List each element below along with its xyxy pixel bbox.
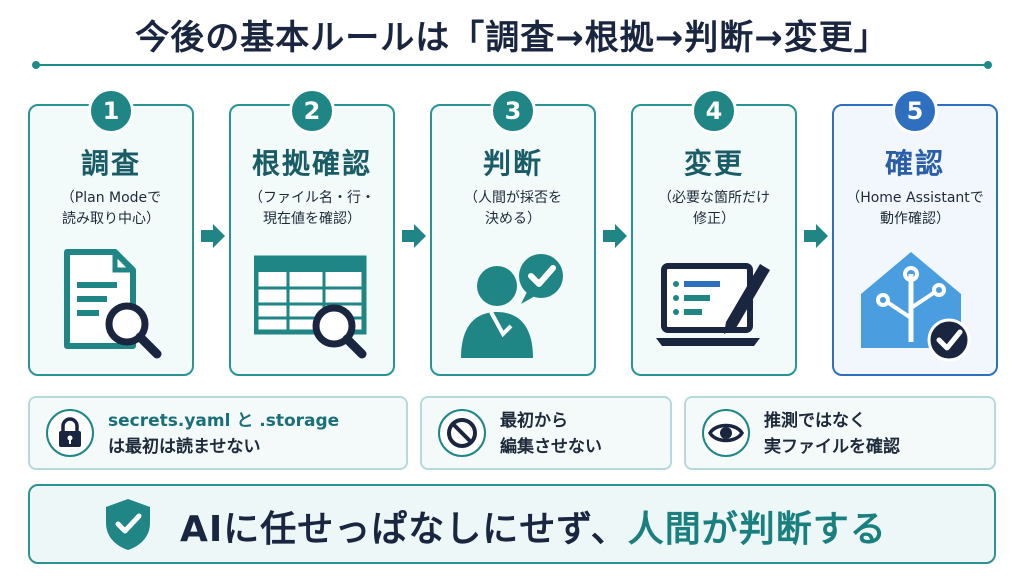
step-card-4: 4 変更 （必要な箇所だけ 修正） (631, 88, 797, 376)
person-check-icon (461, 254, 563, 358)
step-card-2: 2 根拠確認 （ファイル名・行・ 現在値を確認） (229, 88, 395, 376)
step-description: （必要な箇所だけ 修正） (637, 188, 791, 230)
step-card-1: 1 調査 （Plan Modeで 読み取り中心） (28, 88, 194, 376)
note-text: 最初から 編集させない (500, 408, 602, 460)
note-no-edit: 最初から 編集させない (420, 396, 672, 470)
step-description: （Plan Modeで 読み取り中心） (34, 188, 188, 230)
spreadsheet-search-icon (254, 255, 367, 359)
note-line: 最初から (500, 411, 568, 431)
note-line: 推測ではなく (764, 411, 866, 431)
step-number-badge: 4 (691, 88, 737, 134)
bottom-banner: AIに任せっぱなしにせず、人間が判断する (28, 484, 996, 564)
shield-check-icon (106, 499, 150, 550)
note-line: は最初は読ませない (108, 437, 261, 457)
arrow-right-icon (603, 224, 627, 248)
banner-text-emphasis: 人間が判断する (627, 509, 887, 550)
step-description-line: （必要な箇所だけ (658, 190, 770, 206)
note-verify-files: 推測ではなく 実ファイルを確認 (684, 396, 996, 470)
step-description-line: 読み取り中心） (62, 211, 160, 227)
step-description-line: （ファイル名・行・ (249, 190, 375, 206)
step-description: （人間が採否を 決める） (436, 188, 590, 230)
lock-icon (46, 409, 94, 457)
note-text: 推測ではなく 実ファイルを確認 (764, 408, 900, 460)
prohibited-icon (438, 409, 486, 457)
title-divider (32, 61, 992, 69)
step-description-line: （Home Assistantで (846, 190, 984, 206)
step-title: 変更 (683, 147, 744, 180)
step-description-line: （人間が採否を (464, 190, 562, 206)
step-description-line: 現在値を確認） (263, 211, 361, 227)
banner-message: AIに任せっぱなしにせず、人間が判断する (180, 500, 887, 552)
step-number-badge: 2 (289, 88, 335, 134)
home-assistant-check-icon (861, 252, 971, 362)
arrow-right-icon (402, 224, 426, 248)
step-title: 根拠確認 (251, 147, 372, 180)
banner-text-main: AIに任せっぱなしにせず、 (180, 509, 628, 550)
step-description: （ファイル名・行・ 現在値を確認） (235, 188, 389, 230)
note-text: secrets.yaml と .storage は最初は読ませない (108, 408, 339, 460)
step-number-badge: 1 (88, 88, 134, 134)
step-description-line: 修正） (693, 211, 735, 227)
document-search-icon (64, 249, 162, 359)
laptop-pencil-icon (656, 263, 770, 346)
step-card-5: 5 確認 （Home Assistantで 動作確認） (832, 88, 998, 376)
step-description-line: 動作確認） (880, 211, 950, 227)
page-title: 今後の基本ルールは「調査→根拠→判断→変更」 (135, 18, 889, 58)
step-description-line: （Plan Modeで (60, 190, 162, 206)
note-highlight: secrets.yaml と .storage (108, 411, 340, 431)
arrow-right-icon (201, 224, 225, 248)
eye-icon (702, 409, 750, 457)
arrow-right-icon (804, 224, 828, 248)
step-title: 判断 (482, 147, 543, 180)
step-description-line: 決める） (485, 211, 541, 227)
step-title: 調査 (80, 147, 141, 180)
step-number-badge: 5 (892, 88, 938, 134)
note-line: 実ファイルを確認 (764, 437, 900, 457)
step-title: 確認 (884, 147, 945, 180)
note-line: 編集させない (500, 437, 602, 457)
step-card-3: 3 判断 （人間が採否を 決める） (430, 88, 596, 376)
note-secrets: secrets.yaml と .storage は最初は読ませない (28, 396, 408, 470)
step-description: （Home Assistantで 動作確認） (838, 188, 992, 230)
step-number-badge: 3 (490, 88, 536, 134)
